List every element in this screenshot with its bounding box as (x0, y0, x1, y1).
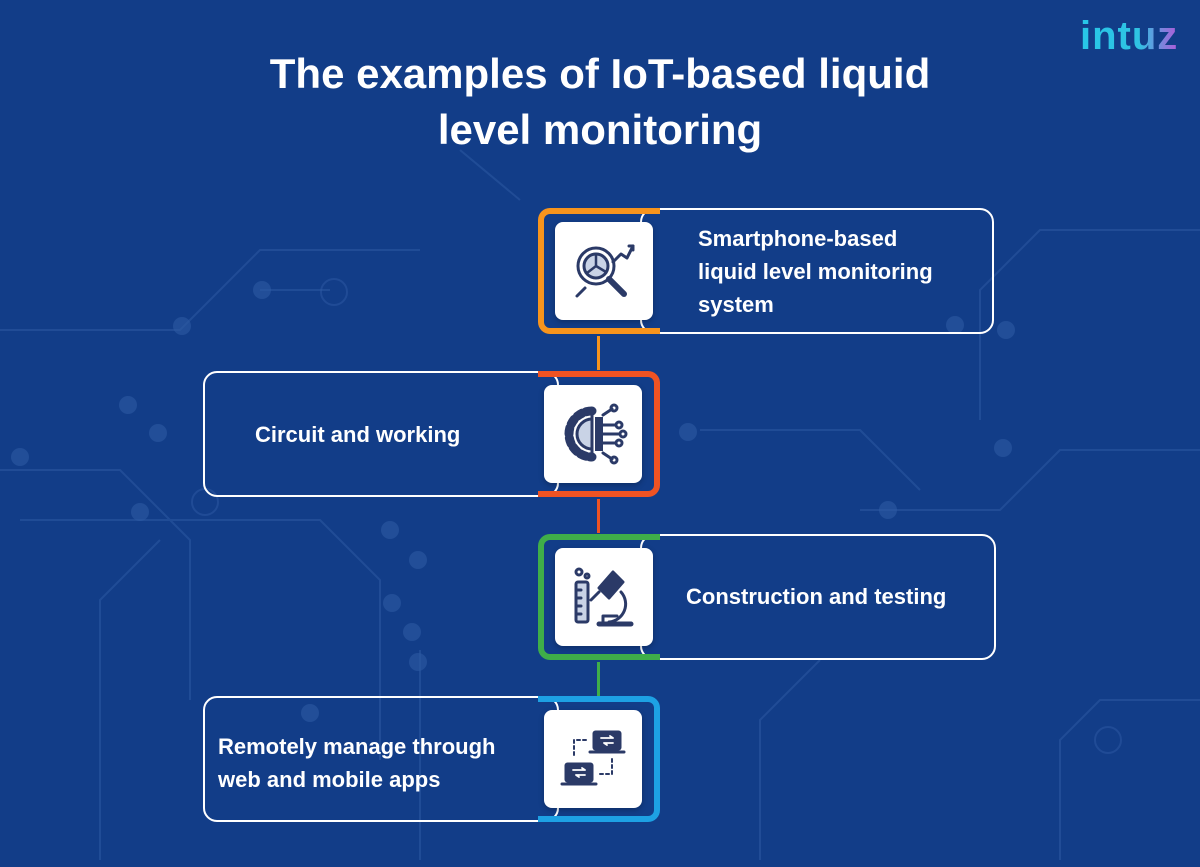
title-line-1: The examples of IoT-based liquid (269, 50, 931, 97)
gear-circuit-icon-box (544, 385, 642, 483)
step-bracket-red (538, 371, 660, 497)
microscope-icon-box (555, 548, 653, 646)
title-line-2: level monitoring (437, 106, 763, 153)
connector-3-4 (597, 662, 600, 696)
connector-2-3 (597, 499, 600, 533)
step-label-construction-testing: Construction and testing (686, 584, 947, 609)
step-bracket-green (538, 534, 660, 660)
magnifier-chart-icon (575, 244, 635, 298)
step-bracket-blue (538, 696, 660, 822)
connector-1-2 (597, 336, 600, 370)
microscope-icon (574, 567, 634, 627)
step-bracket-orange (538, 208, 660, 334)
laptops-sync-icon-box (544, 710, 642, 808)
gear-circuit-icon (564, 403, 628, 465)
step-label-circuit-working: Circuit and working (255, 422, 461, 447)
page-title: The examples of IoT-based liquid level m… (200, 46, 1000, 158)
intuz-logo: intuz (1080, 14, 1179, 58)
step-label-smartphone-monitoring: Smartphone-based liquid level monitoring… (698, 226, 933, 317)
magnifier-chart-icon-box (555, 222, 653, 320)
step-label-remote-manage: Remotely manage through web and mobile a… (218, 734, 496, 792)
laptops-sync-icon (560, 730, 626, 786)
